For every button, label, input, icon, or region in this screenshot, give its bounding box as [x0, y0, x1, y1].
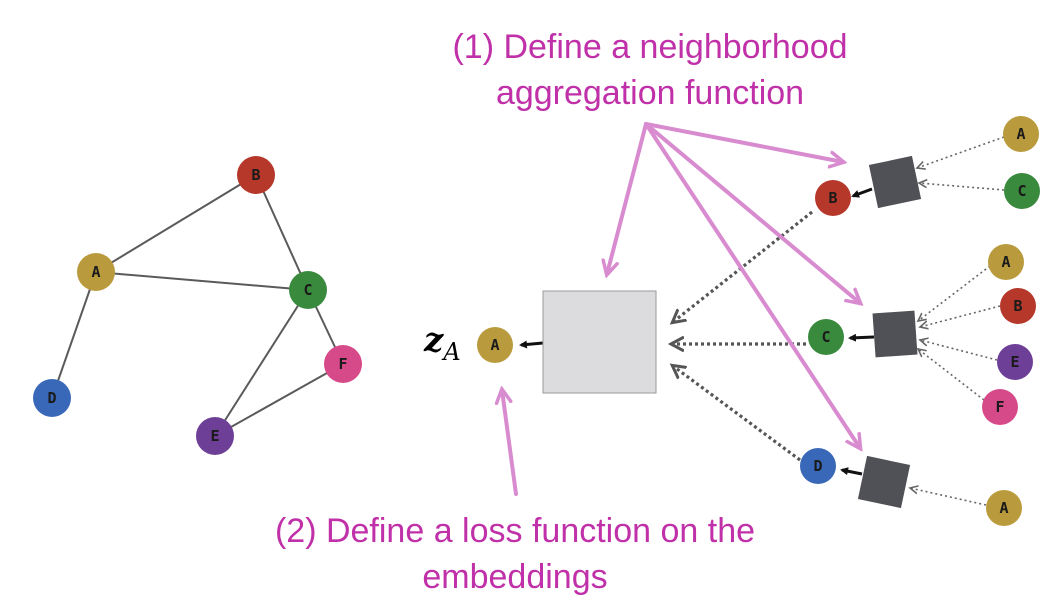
tree-leaf-c-a: A: [988, 244, 1024, 280]
tree-node-c-label: C: [821, 328, 830, 346]
tree-leaf-b-c-label: C: [1017, 182, 1026, 200]
edge-leaf-f-to-agg-c: [918, 349, 985, 401]
graph-node-e-label: E: [210, 427, 219, 445]
tree-leaf-c-b-label: B: [1013, 297, 1022, 315]
graph-node-d-circle: [33, 379, 71, 417]
tree-leaf-b-a-circle: [1003, 116, 1039, 152]
tree-leaf-c-f: F: [982, 389, 1018, 425]
aggregation-caption-line2: aggregation function: [495, 74, 805, 112]
tree-leaf-c-e: E: [997, 344, 1033, 380]
agg-output-edges: [519, 187, 875, 476]
leaf-edges: [910, 136, 1005, 506]
tree-leaf-b-c-circle: [1004, 173, 1040, 209]
tree-leaf-d-a-circle: [986, 490, 1022, 526]
pointer-to-root-a: [502, 390, 518, 496]
graph-node-b: B: [237, 156, 275, 194]
tree-leaf-b-a-label: A: [1016, 125, 1025, 143]
aggregator-boxes: [857, 155, 922, 509]
graph-edge-a-b: [95, 174, 257, 273]
tree-leaf-c-f-circle: [982, 389, 1018, 425]
graph-edge-a-d: [51, 271, 97, 399]
tree-node-d-label: D: [813, 457, 822, 475]
tree-node-c: C: [808, 319, 844, 355]
tree-leaf-d-a: A: [986, 490, 1022, 526]
graph-edge-e-f: [214, 363, 344, 437]
edge-leaf-e-to-agg-c: [920, 340, 998, 361]
graph-node-f: F: [324, 345, 362, 383]
tree-node-d-circle: [800, 448, 836, 484]
tree-node-d: D: [800, 448, 836, 484]
embedding-z-symbol: z: [423, 320, 444, 360]
embedding-z-label: zA: [423, 320, 461, 366]
annotation-arrows: [502, 122, 860, 496]
tree-node-c-circle: [808, 319, 844, 355]
graph-node-c: C: [289, 271, 327, 309]
aggregator-box-b: [868, 155, 922, 209]
edge-agg-c-to-c: [848, 333, 875, 342]
level1-edges: [672, 210, 813, 462]
edge-d-to-center: [673, 366, 801, 462]
aggregation-caption: (1) Define a neighborhood aggregation fu…: [400, 24, 900, 116]
graph-node-f-label: F: [338, 355, 347, 373]
graph-edge-b-c: [255, 174, 309, 291]
tree-node-b: B: [815, 180, 851, 216]
tree-leaf-c-a-circle: [988, 244, 1024, 280]
pointer-to-agg-d: [644, 122, 860, 448]
tree-node-b-circle: [815, 180, 851, 216]
computation-tree: B C D A C A B E: [423, 116, 1040, 526]
graph-node-c-circle: [289, 271, 327, 309]
tree-root-a-circle: [477, 327, 513, 363]
tree-leaf-c-a-label: A: [1001, 253, 1010, 271]
tree-leaf-c-e-label: E: [1010, 353, 1019, 371]
graph-node-d: D: [33, 379, 71, 417]
tree-leaf-c-b-circle: [1000, 288, 1036, 324]
aggregation-caption-line1: (1) Define a neighborhood: [452, 28, 848, 66]
aggregator-box-d: [857, 455, 911, 509]
graph-node-a: A: [77, 253, 115, 291]
tree-leaf-d-a-label: A: [999, 499, 1008, 517]
edge-leaf-b-to-agg-c: [920, 305, 1001, 327]
graph-node-c-label: C: [303, 281, 312, 299]
loss-caption-line1: (2) Define a loss function on the: [274, 512, 756, 550]
pointer-to-agg-c: [644, 122, 860, 303]
graph-node-f-circle: [324, 345, 362, 383]
tree-node-b-label: B: [828, 189, 837, 207]
graph-node-e: E: [196, 417, 234, 455]
tree-leaf-b-c: C: [1004, 173, 1040, 209]
edge-leaf-a-to-agg-d: [910, 488, 987, 506]
edge-leaf-c-to-agg-b: [919, 183, 1005, 191]
graph-node-d-label: D: [47, 389, 56, 407]
pointer-to-center-box: [607, 122, 648, 274]
pointer-to-agg-b: [644, 122, 843, 162]
edge-agg-d-to-d: [840, 467, 863, 476]
graph-node-b-label: B: [251, 166, 260, 184]
tree-root-a: A: [477, 327, 513, 363]
graph-node-a-label: A: [91, 263, 100, 281]
edge-leaf-a-to-agg-b: [917, 136, 1005, 168]
edge-center-to-a: [519, 340, 544, 349]
loss-caption-line2: embeddings: [422, 558, 608, 596]
tree-leaf-c-b: B: [1000, 288, 1036, 324]
aggregator-box-c: [872, 310, 918, 358]
input-graph: A B C D E F: [33, 156, 362, 455]
edge-leaf-a-to-agg-c: [918, 265, 991, 321]
graph-edge-c-e: [214, 289, 309, 437]
loss-caption: (2) Define a loss function on the embedd…: [230, 508, 800, 600]
embedding-z-subscript: A: [441, 338, 460, 366]
tree-leaf-b-a: A: [1003, 116, 1039, 152]
graph-node-a-circle: [77, 253, 115, 291]
graph-edge-a-c: [95, 271, 309, 291]
graph-node-e-circle: [196, 417, 234, 455]
graph-node-b-circle: [237, 156, 275, 194]
tree-root-a-label: A: [490, 336, 499, 354]
edge-agg-b-to-b: [851, 187, 873, 198]
tree-leaf-c-f-label: F: [995, 398, 1004, 416]
tree-leaf-c-e-circle: [997, 344, 1033, 380]
center-aggregation-box: [542, 290, 657, 394]
